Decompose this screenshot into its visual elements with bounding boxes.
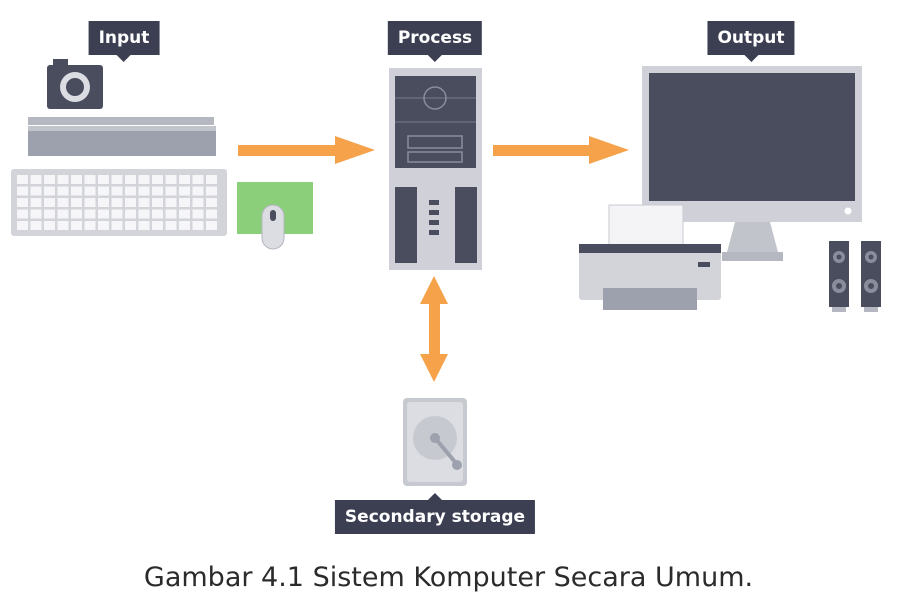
keyboard-key xyxy=(17,209,28,219)
keyboard-key xyxy=(71,198,82,207)
keyboard-key xyxy=(125,175,136,184)
keyboard-key xyxy=(179,221,190,230)
keyboard-key xyxy=(98,198,109,207)
keyboard-key xyxy=(44,198,55,207)
monitor-icon xyxy=(642,66,862,261)
keyboard-key xyxy=(138,186,150,196)
keyboard-key xyxy=(206,209,217,219)
keyboard-key xyxy=(152,209,163,219)
keyboard-key xyxy=(179,209,190,219)
keyboard-key xyxy=(192,198,204,207)
keyboard-key xyxy=(84,175,96,184)
keyboard-key xyxy=(57,221,69,230)
keyboard-key xyxy=(17,175,28,184)
keyboard-key xyxy=(192,175,204,184)
keyboard-key xyxy=(71,209,82,219)
keyboard-key xyxy=(57,209,69,219)
hard-disk-icon xyxy=(403,398,467,486)
keyboard-key xyxy=(44,209,55,219)
printer-icon xyxy=(579,204,721,310)
keyboard-key xyxy=(98,186,109,196)
arrow-process-to-output xyxy=(493,136,629,164)
keyboard-icon xyxy=(11,169,227,236)
scanner-icon xyxy=(28,117,216,156)
keyboard-key xyxy=(17,198,28,207)
keyboard-key xyxy=(138,175,150,184)
keyboard-key xyxy=(111,186,123,196)
keyboard-key xyxy=(206,186,217,196)
keyboard-key xyxy=(152,175,163,184)
keyboard-key xyxy=(165,186,177,196)
keyboard-key xyxy=(57,175,69,184)
computer-tower-icon xyxy=(389,68,482,270)
keyboard-key xyxy=(98,209,109,219)
keyboard-key xyxy=(44,221,55,230)
keyboard-key xyxy=(192,209,204,219)
arrow-process-storage-bidirectional xyxy=(420,276,448,382)
keyboard-key xyxy=(44,175,55,184)
keyboard-key xyxy=(125,209,136,219)
process-label: Process xyxy=(387,21,483,62)
keyboard-key xyxy=(152,221,163,230)
keyboard-key xyxy=(192,221,204,230)
keyboard-key xyxy=(84,209,96,219)
keyboard-key xyxy=(57,198,69,207)
keyboard-key xyxy=(125,221,136,230)
keyboard-key xyxy=(71,186,82,196)
arrow-input-to-process xyxy=(238,136,375,164)
keyboard-key xyxy=(71,175,82,184)
keyboard-key xyxy=(165,175,177,184)
input-label: Input xyxy=(88,21,160,62)
keyboard-key xyxy=(57,186,69,196)
keyboard-key xyxy=(111,209,123,219)
keyboard-key xyxy=(138,209,150,219)
keyboard-key xyxy=(98,175,109,184)
keyboard-key xyxy=(71,221,82,230)
keyboard-key xyxy=(179,175,190,184)
keyboard-key xyxy=(152,186,163,196)
keyboard-key xyxy=(152,198,163,207)
keyboard-key xyxy=(179,198,190,207)
keyboard-key xyxy=(165,198,177,207)
keyboard-key xyxy=(192,186,204,196)
keyboard-key xyxy=(17,221,28,230)
keyboard-key xyxy=(30,186,42,196)
keyboard-key xyxy=(84,198,96,207)
mouse-icon xyxy=(237,182,313,250)
keyboard-key xyxy=(30,221,42,230)
keyboard-key xyxy=(125,198,136,207)
speakers-icon xyxy=(829,241,881,312)
secondary-storage-label: Secondary storage xyxy=(334,493,536,534)
keyboard-key xyxy=(138,221,150,230)
keyboard-key xyxy=(30,175,42,184)
keyboard-key xyxy=(179,186,190,196)
keyboard-key xyxy=(111,221,123,230)
keyboard-key xyxy=(138,198,150,207)
keyboard-key xyxy=(30,198,42,207)
keyboard-key xyxy=(165,221,177,230)
keyboard-key xyxy=(98,221,109,230)
keyboard-key xyxy=(30,209,42,219)
keyboard-key xyxy=(206,221,217,230)
keyboard-key xyxy=(84,186,96,196)
keyboard-key xyxy=(84,221,96,230)
keyboard-key xyxy=(206,198,217,207)
camera-icon xyxy=(47,59,103,109)
keyboard-key xyxy=(111,198,123,207)
keyboard-key xyxy=(44,186,55,196)
figure-caption: Gambar 4.1 Sistem Komputer Secara Umum. xyxy=(143,562,754,593)
keyboard-key xyxy=(206,175,217,184)
keyboard-key xyxy=(111,175,123,184)
keyboard-key xyxy=(125,186,136,196)
keyboard-key xyxy=(17,186,28,196)
output-label: Output xyxy=(707,21,795,62)
keyboard-key xyxy=(165,209,177,219)
